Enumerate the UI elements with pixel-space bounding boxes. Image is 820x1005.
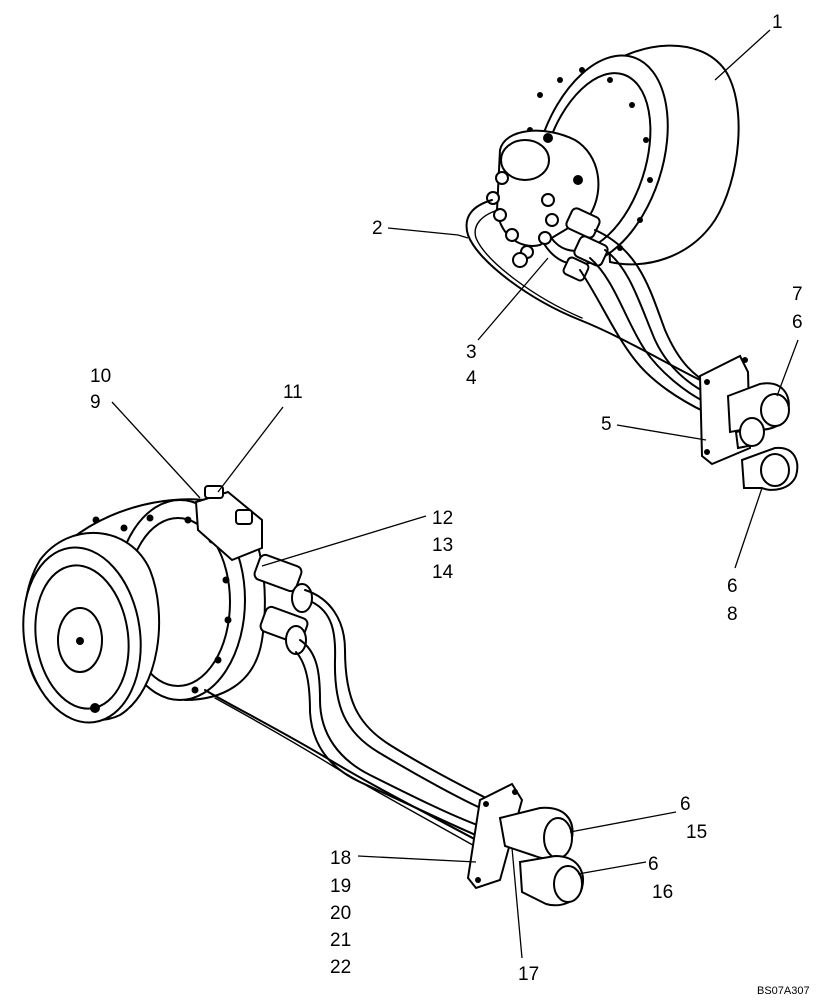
callout-20: 20: [330, 903, 351, 924]
callout-11: 11: [283, 382, 303, 403]
callout-5: 5: [601, 414, 612, 435]
callout-6c: 6: [680, 794, 691, 815]
leader-lines: [111, 29, 799, 959]
callout-2: 2: [372, 218, 383, 239]
leader-6-15: [569, 811, 677, 833]
callout-13: 13: [432, 535, 453, 556]
callout-14: 14: [432, 562, 454, 583]
leader-6-8: [734, 487, 763, 569]
callout-18: 18: [330, 848, 351, 869]
callout-17: 17: [518, 964, 539, 985]
leader-3: [477, 257, 549, 341]
leader-1: [714, 29, 771, 81]
callout-4: 4: [466, 368, 477, 389]
callout-7: 7: [792, 284, 803, 305]
callout-8: 8: [727, 604, 738, 625]
leader-9-10: [111, 401, 201, 499]
leader-12-14: [261, 515, 427, 567]
leader-2: [387, 227, 469, 239]
callout-15: 15: [686, 822, 707, 843]
callout-6a: 6: [792, 312, 803, 333]
upper-drive-motor: [465, 44, 799, 491]
leader-17: [511, 847, 523, 959]
callout-labels: 1 2 3 4 5 7 6 6 8 10 9 11 12 13 14 6 15 …: [90, 12, 803, 985]
leader-6-7: [776, 339, 799, 397]
callout-21: 21: [330, 930, 351, 951]
callout-3: 3: [466, 342, 477, 363]
leader-5: [616, 424, 707, 441]
callout-6d: 6: [648, 854, 659, 875]
callout-10: 10: [90, 366, 111, 387]
callout-6b: 6: [727, 576, 738, 597]
leader-6-16: [577, 861, 647, 875]
callout-1: 1: [772, 12, 783, 33]
leader-18-22: [357, 855, 477, 863]
callout-9: 9: [90, 392, 101, 413]
lower-drive-motor: [22, 485, 584, 907]
callout-22: 22: [330, 957, 351, 978]
callout-16: 16: [652, 882, 673, 903]
figure-id: BS07A307: [757, 985, 810, 997]
upper-flange-bolts: [527, 67, 653, 251]
upper-port-fittings: [486, 171, 559, 268]
upper-elbow-fittings: [726, 382, 799, 491]
leader-11: [217, 406, 284, 493]
lower-elbow-fittings: [498, 806, 584, 907]
callout-12: 12: [432, 508, 453, 529]
callout-19: 19: [330, 876, 351, 897]
